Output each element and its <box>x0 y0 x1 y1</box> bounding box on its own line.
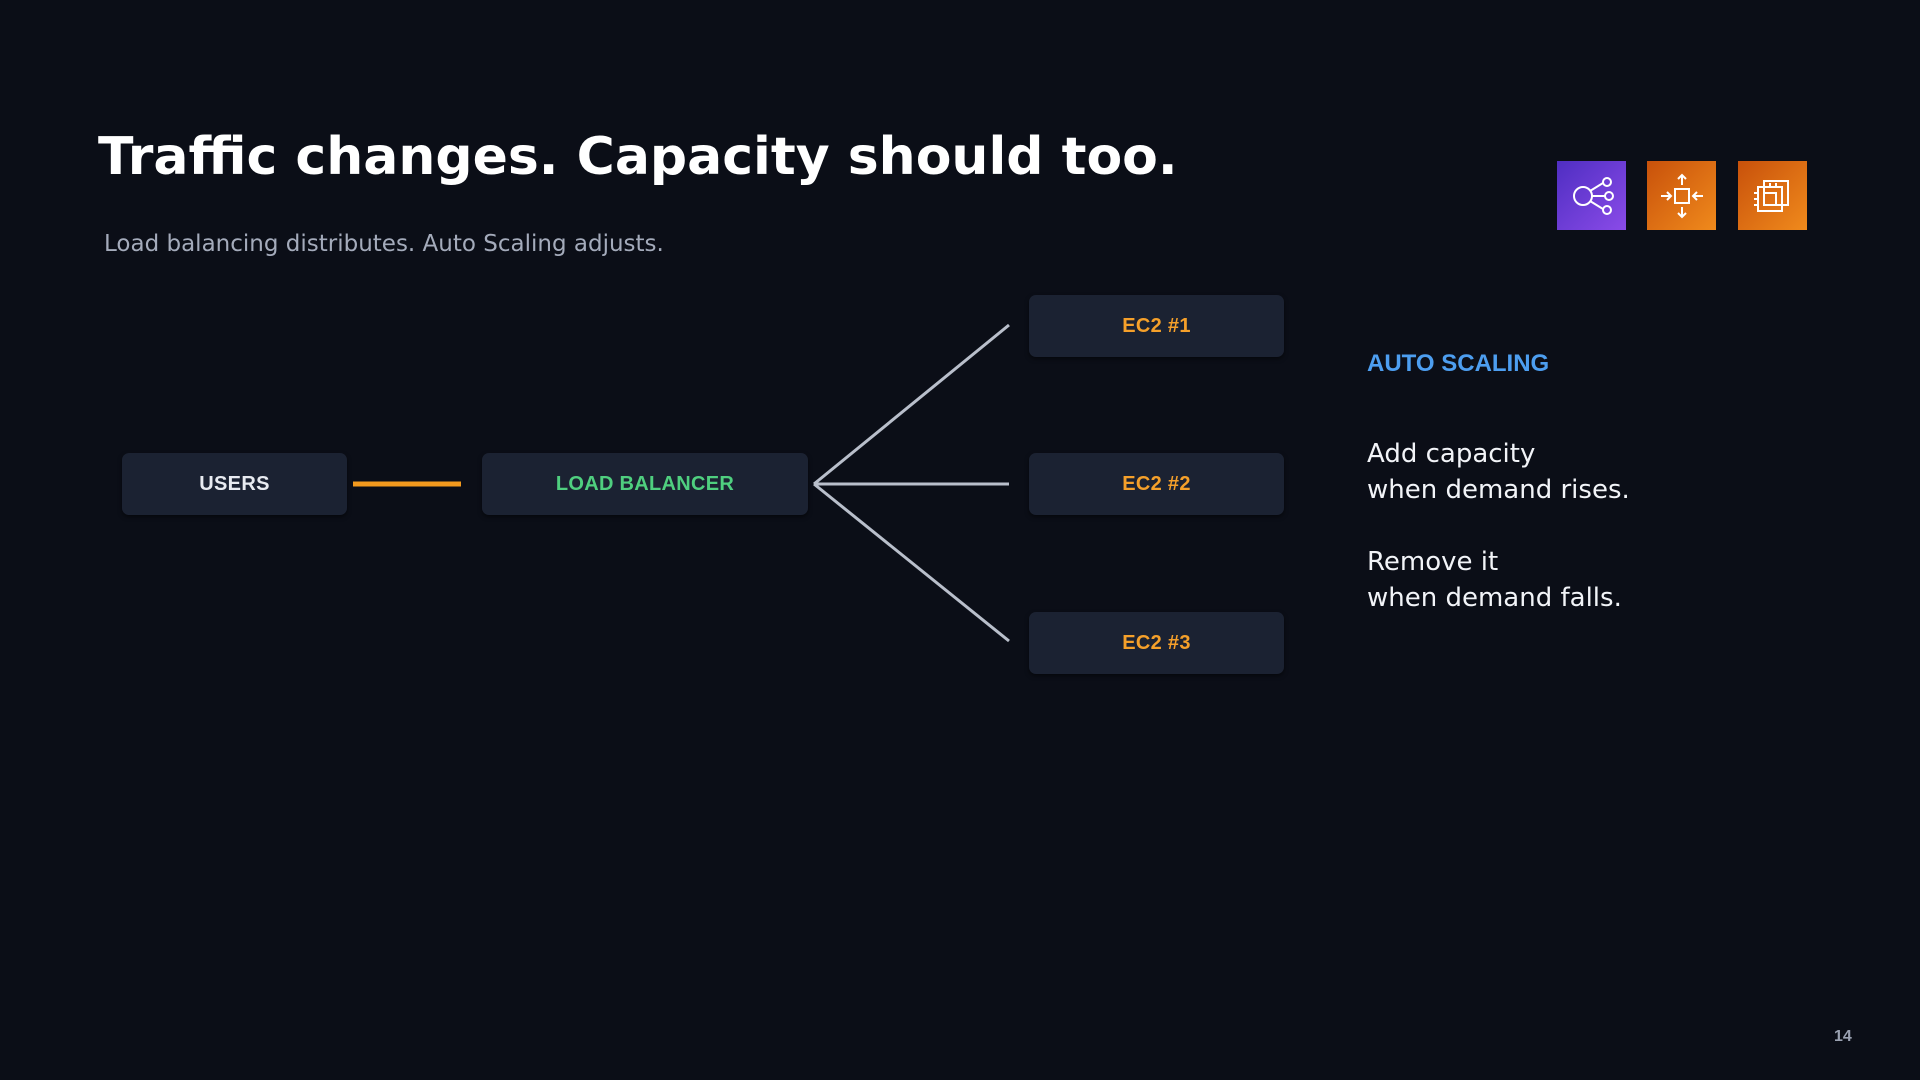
add-capacity-line: Add capacity <box>1367 439 1536 469</box>
ec2-instance-3-node: EC2 #3 <box>1029 612 1284 674</box>
remove-capacity-condition-line: when demand falls. <box>1367 583 1622 613</box>
auto-scaling-icon <box>1647 161 1716 230</box>
load-balancer-to-ec2-1-link <box>813 323 1010 486</box>
remove-capacity-line: Remove it <box>1367 547 1499 577</box>
elastic-load-balancing-icon <box>1557 161 1626 230</box>
page-number: 14 <box>1834 1028 1852 1045</box>
add-capacity-condition-line: when demand rises. <box>1367 475 1630 505</box>
auto-scaling-remove-text: Remove it when demand falls. <box>1367 544 1622 616</box>
ec2-instance-icon <box>1738 161 1807 230</box>
auto-scaling-heading: AUTO SCALING <box>1367 350 1550 377</box>
auto-scaling-add-text: Add capacity when demand rises. <box>1367 436 1630 508</box>
ec2-instance-1-node: EC2 #1 <box>1029 295 1284 357</box>
slide-subtitle: Load balancing distributes. Auto Scaling… <box>104 231 664 257</box>
load-balancer-node: LOAD BALANCER <box>482 453 808 515</box>
ec2-instance-2-node: EC2 #2 <box>1029 453 1284 515</box>
users-node: USERS <box>122 453 347 515</box>
slide-title: Traffic changes. Capacity should too. <box>98 127 1178 187</box>
load-balancer-to-ec2-3-link <box>813 482 1010 643</box>
